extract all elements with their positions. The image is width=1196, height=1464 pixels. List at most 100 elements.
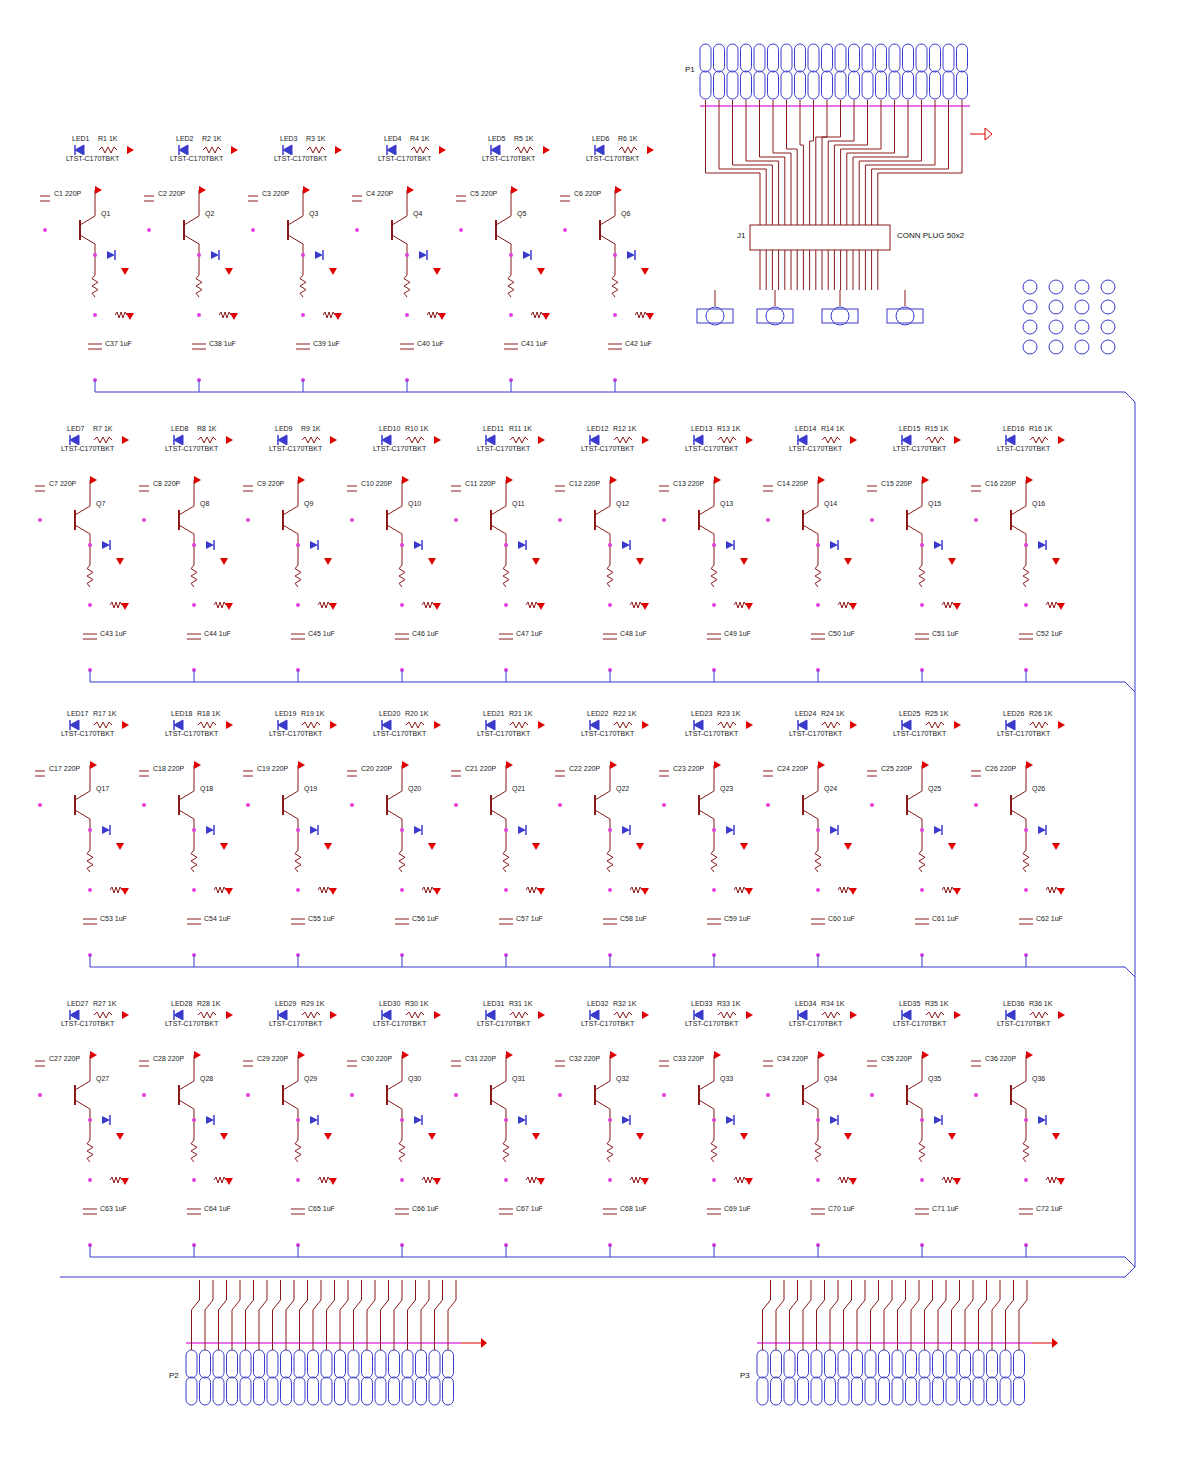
resistor-symbol bbox=[838, 602, 850, 608]
part-label: Q16 bbox=[1031, 500, 1046, 508]
wire bbox=[872, 725, 902, 726]
header-pin bbox=[254, 1377, 265, 1405]
header-pin bbox=[308, 1350, 319, 1378]
wire bbox=[768, 520, 803, 521]
header-pin bbox=[213, 1377, 224, 1405]
capacitor-symbol bbox=[395, 634, 409, 635]
wire bbox=[110, 545, 120, 546]
header-pin bbox=[906, 1350, 917, 1378]
wire bbox=[541, 255, 542, 268]
wire bbox=[1015, 1015, 1030, 1016]
ground-symbol bbox=[329, 888, 337, 895]
ground-symbol bbox=[745, 888, 753, 895]
ic-connector bbox=[750, 225, 890, 250]
part-label: R7 1K bbox=[92, 425, 113, 433]
header-pin bbox=[335, 1350, 346, 1378]
led-symbol bbox=[901, 720, 903, 730]
led-symbol bbox=[490, 145, 492, 155]
resistor-symbol bbox=[110, 1177, 122, 1183]
wire bbox=[90, 1120, 102, 1121]
wire bbox=[144, 670, 194, 671]
capacitor-symbol bbox=[603, 634, 617, 635]
ground-symbol bbox=[537, 268, 545, 275]
part-label: C34 220P bbox=[776, 1055, 809, 1063]
junction-dot bbox=[38, 518, 42, 522]
diode-symbol bbox=[726, 826, 734, 834]
wire bbox=[352, 955, 402, 956]
transistor-symbol bbox=[594, 1085, 596, 1105]
part-label: Q28 bbox=[199, 1075, 214, 1083]
wire bbox=[248, 1245, 298, 1246]
capacitor-symbol bbox=[83, 634, 97, 635]
wire bbox=[872, 776, 873, 955]
wire bbox=[976, 725, 1006, 726]
junction-dot bbox=[246, 803, 250, 807]
wire bbox=[506, 605, 526, 606]
part-label: R4 1K bbox=[409, 135, 430, 143]
led-symbol bbox=[173, 435, 175, 445]
part-label: Q26 bbox=[1031, 785, 1046, 793]
header-pin bbox=[892, 1350, 903, 1378]
resistor-symbol bbox=[614, 1012, 632, 1018]
transistor-symbol bbox=[1011, 810, 1026, 850]
wire bbox=[352, 1066, 353, 1245]
wire bbox=[610, 1180, 630, 1181]
header-pin bbox=[838, 1377, 849, 1405]
wire bbox=[766, 250, 767, 290]
power-symbol bbox=[298, 761, 305, 769]
ground-symbol bbox=[948, 843, 956, 850]
mounting-hole bbox=[1075, 340, 1089, 354]
part-label: LED3 bbox=[279, 135, 299, 143]
wire bbox=[214, 545, 224, 546]
wire bbox=[300, 1280, 308, 1350]
part-label: R27 1K bbox=[92, 1000, 117, 1008]
part-label: Q20 bbox=[407, 785, 422, 793]
part-label: C7 220P bbox=[48, 480, 77, 488]
resistor-symbol bbox=[307, 147, 325, 153]
wire bbox=[714, 872, 715, 919]
part-label: R10 1K bbox=[404, 425, 429, 433]
part-label: Q9 bbox=[303, 500, 314, 508]
part-label: C54 1uF bbox=[203, 915, 232, 923]
header-pin bbox=[916, 71, 927, 99]
wire bbox=[911, 1015, 926, 1016]
power-symbol bbox=[647, 146, 654, 154]
wire bbox=[303, 349, 304, 380]
part-label: LTST-C170TBKT bbox=[60, 1020, 115, 1028]
wire bbox=[253, 150, 283, 151]
part-label: LED15 bbox=[898, 425, 921, 433]
part-label: Q33 bbox=[719, 1075, 734, 1083]
part-label: C67 1uF bbox=[515, 1205, 544, 1213]
wire bbox=[110, 830, 120, 831]
led-symbol bbox=[173, 720, 175, 730]
junction-dot bbox=[563, 228, 567, 232]
ground-symbol bbox=[433, 888, 441, 895]
resistor-symbol bbox=[607, 1140, 613, 1162]
wire bbox=[976, 1095, 1011, 1096]
wire bbox=[640, 1120, 641, 1133]
wire bbox=[822, 250, 823, 290]
header-pin bbox=[254, 1350, 265, 1378]
wire bbox=[149, 150, 179, 151]
part-label: Q30 bbox=[407, 1075, 422, 1083]
wire bbox=[615, 297, 616, 344]
wire bbox=[803, 250, 804, 290]
wire bbox=[149, 380, 199, 381]
ground-symbol bbox=[532, 1133, 540, 1140]
ground-symbol bbox=[948, 1133, 956, 1140]
wire bbox=[506, 639, 507, 670]
part-label: LED12 bbox=[586, 425, 609, 433]
part-label: C55 1uF bbox=[307, 915, 336, 923]
wire bbox=[818, 1162, 819, 1209]
wire bbox=[853, 250, 854, 290]
wire bbox=[511, 297, 512, 344]
part-label: LTST-C170TBKT bbox=[684, 1020, 739, 1028]
resistor-symbol bbox=[198, 722, 216, 728]
wire bbox=[90, 605, 110, 606]
part-label: C69 1uF bbox=[723, 1205, 752, 1213]
header-pin bbox=[960, 1377, 971, 1405]
header-pin bbox=[402, 1377, 413, 1405]
wire bbox=[95, 255, 107, 256]
wire bbox=[815, 250, 816, 290]
wire bbox=[248, 725, 249, 771]
